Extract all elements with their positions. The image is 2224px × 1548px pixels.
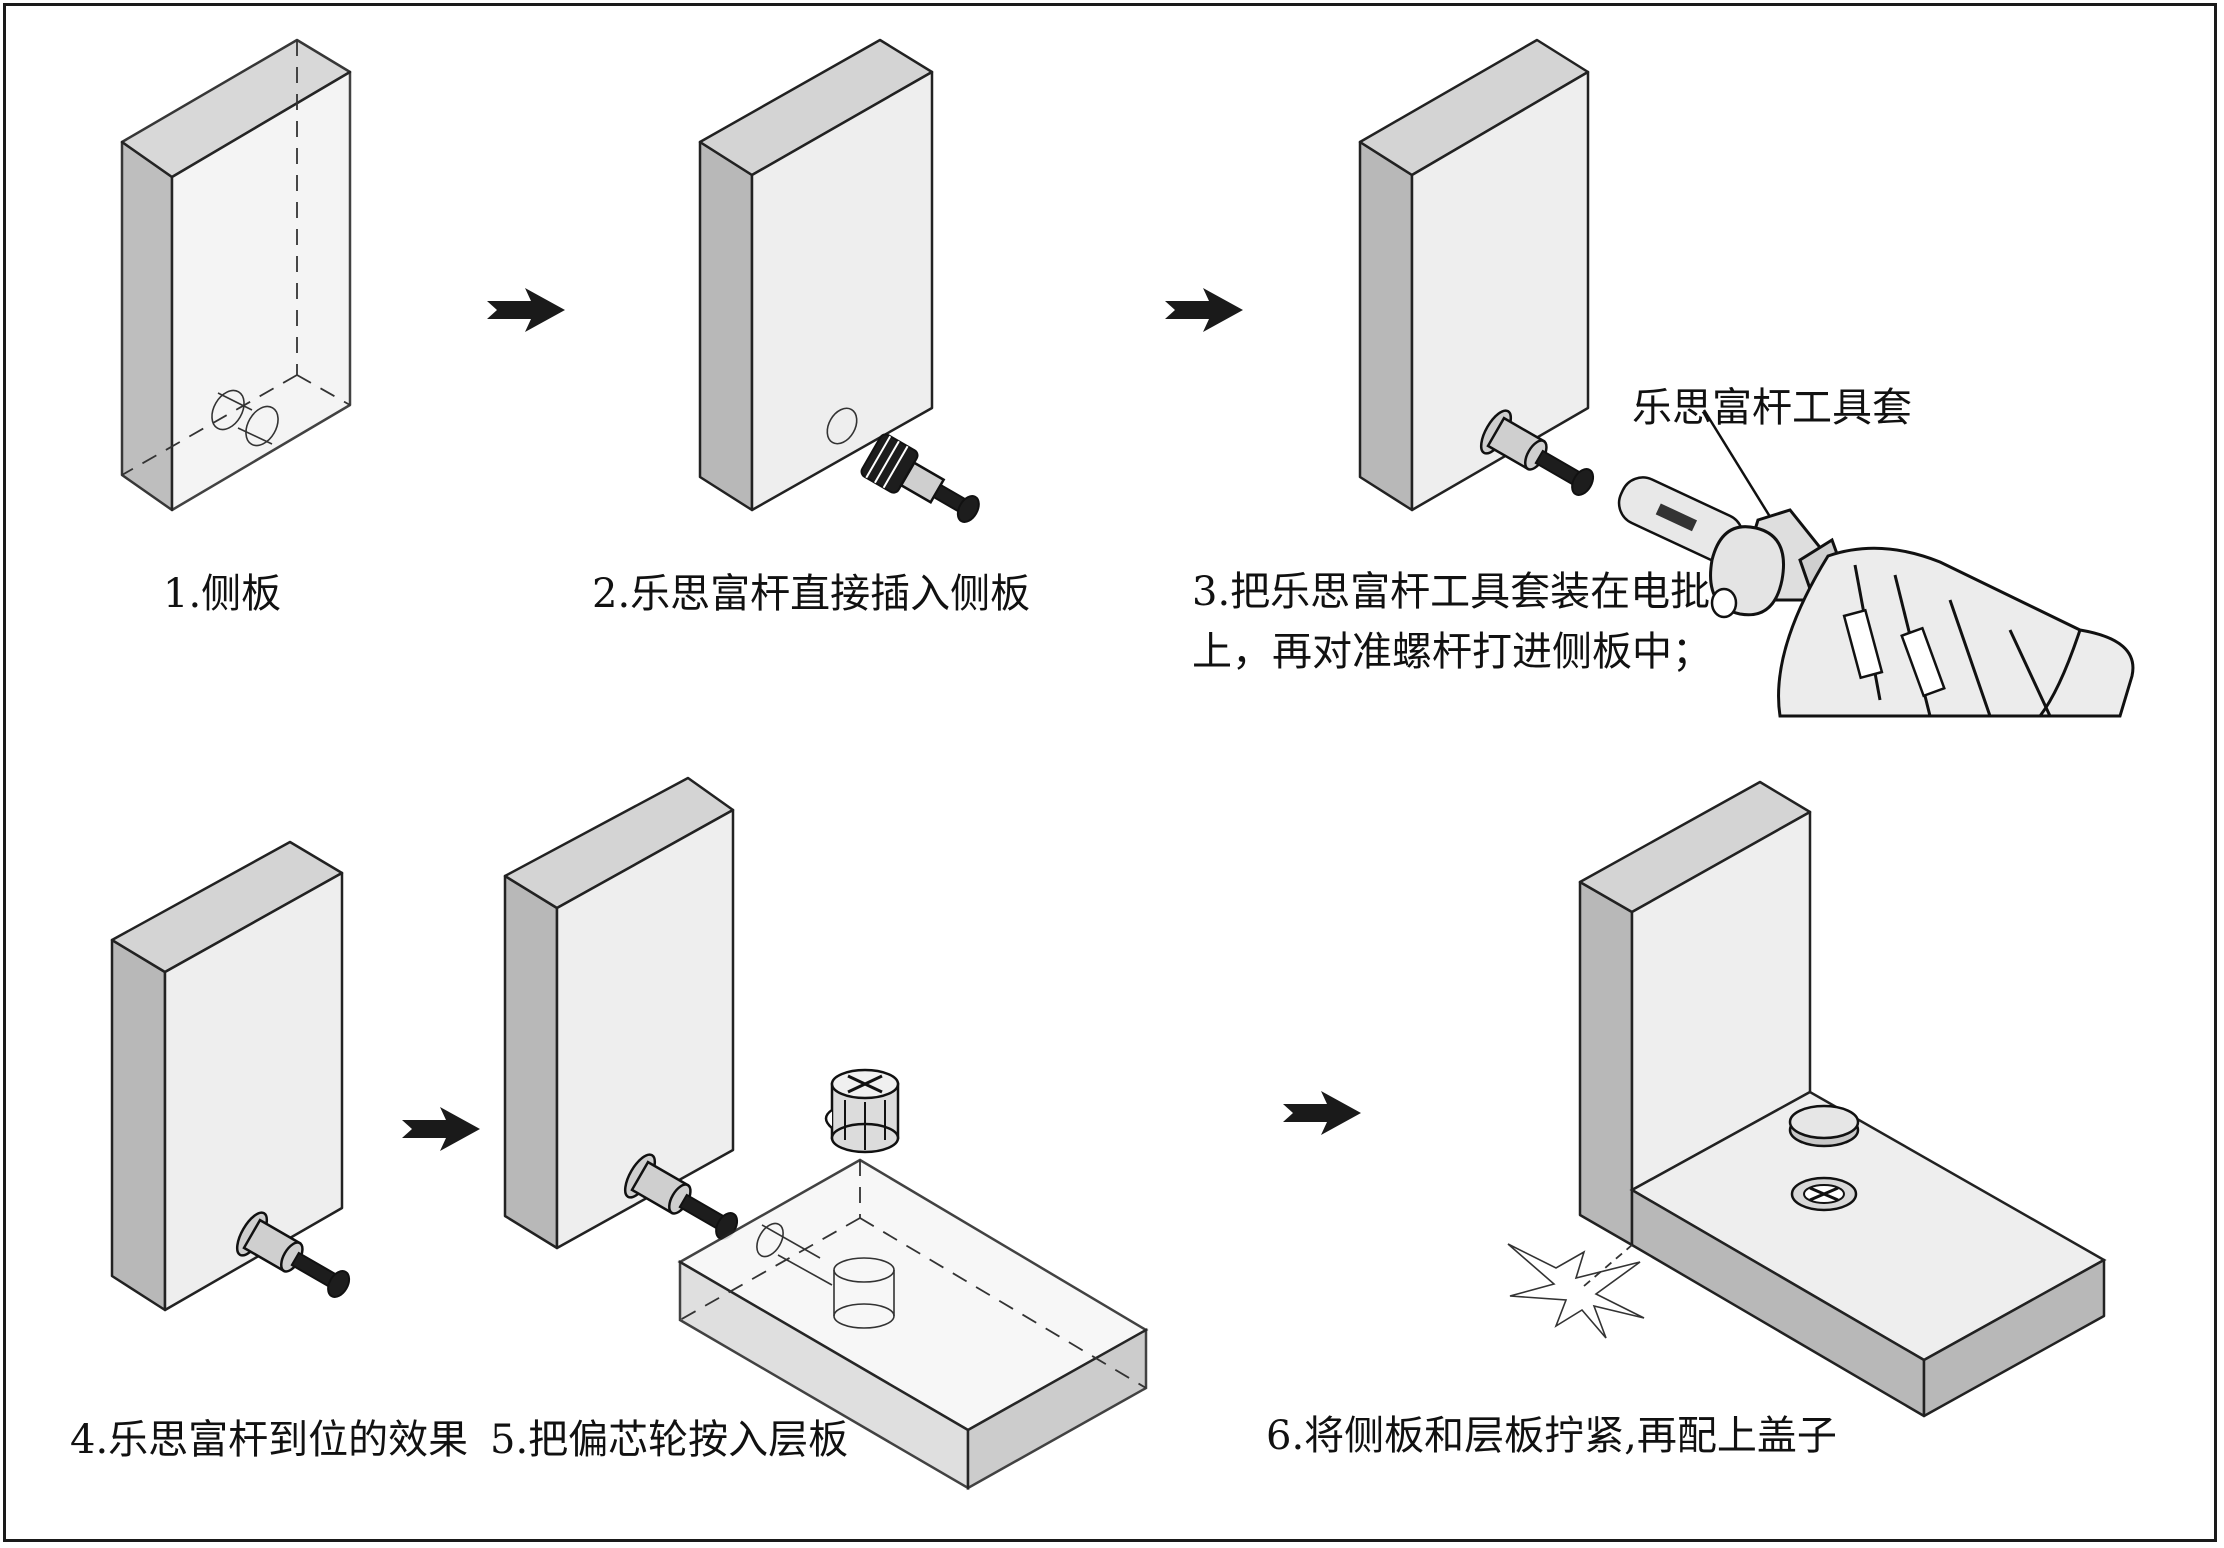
panel-step2 (698, 38, 934, 512)
panel-step1 (120, 38, 352, 512)
diagram-frame (3, 3, 2217, 1542)
electric-screwdriver-icon (1709, 508, 2135, 718)
panel-step5 (503, 776, 735, 1250)
caption-step3-line1: 3.把乐思富杆工具套装在电批 (1192, 569, 1711, 615)
arrow-right-icon (402, 1107, 480, 1151)
screw-bolt-icon (235, 1211, 351, 1298)
caption-step3-line2: 上，再对准螺杆打进侧板中； (1192, 629, 1712, 675)
arrow-right-icon (487, 288, 565, 332)
screw-bolt-icon (623, 1153, 739, 1240)
tool-label-leader (1702, 409, 1774, 521)
caption-step4: 4.乐思富杆到位的效果 (70, 1417, 469, 1463)
cam-lock-icon (824, 1068, 900, 1154)
caption-step2: 2.乐思富杆直接插入侧板 (592, 571, 1031, 617)
panel-step4 (110, 840, 344, 1312)
cam-lock-icon (1790, 1176, 1858, 1212)
panel-step3 (1358, 38, 1590, 512)
tighten-spark-icon (1507, 1243, 1645, 1339)
shelf-panel-transparent (677, 1158, 1149, 1491)
cover-cap-icon (1788, 1104, 1860, 1148)
caption-step1: 1.侧板 (163, 571, 282, 617)
screw-bolt-icon (1479, 409, 1595, 496)
tool-label: 乐思富杆工具套 (1632, 385, 1912, 431)
caption-step6: 6.将侧板和层板拧紧,再配上盖子 (1266, 1413, 1837, 1459)
assembled-joint (1578, 780, 2107, 1418)
arrow-right-icon (1283, 1091, 1361, 1135)
screw-bolt-icon (860, 433, 980, 523)
arrow-right-icon (1165, 288, 1243, 332)
caption-step5: 5.把偏芯轮按入层板 (490, 1417, 849, 1463)
